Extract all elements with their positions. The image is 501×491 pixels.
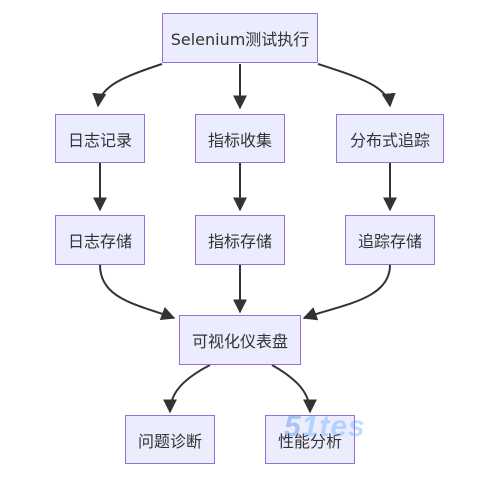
edge-log-store-to-dashboard [99, 264, 176, 321]
node-visual-dashboard: 可视化仪表盘 [179, 315, 301, 365]
node-metrics-storage: 指标存储 [195, 215, 285, 265]
node-distributed-tracing: 分布式追踪 [336, 114, 444, 163]
edge-trace-store-to-dashboard [302, 264, 391, 321]
node-performance-analysis: 性能分析 [265, 415, 355, 464]
edge-selenium-to-log [92, 63, 163, 108]
node-selenium-test-execution: Selenium测试执行 [162, 13, 318, 63]
node-log-recording: 日志记录 [55, 114, 145, 163]
edge-dashboard-to-perf [271, 364, 317, 414]
node-problem-diagnosis: 问题诊断 [125, 415, 215, 464]
node-log-storage: 日志存储 [55, 215, 145, 265]
edge-selenium-to-tracing [317, 63, 396, 108]
edge-dashboard-to-diagnosis [163, 364, 211, 414]
node-metrics-collection: 指标收集 [195, 114, 285, 163]
node-trace-storage: 追踪存储 [345, 215, 435, 265]
watermark-logo: 51tes [284, 410, 366, 443]
